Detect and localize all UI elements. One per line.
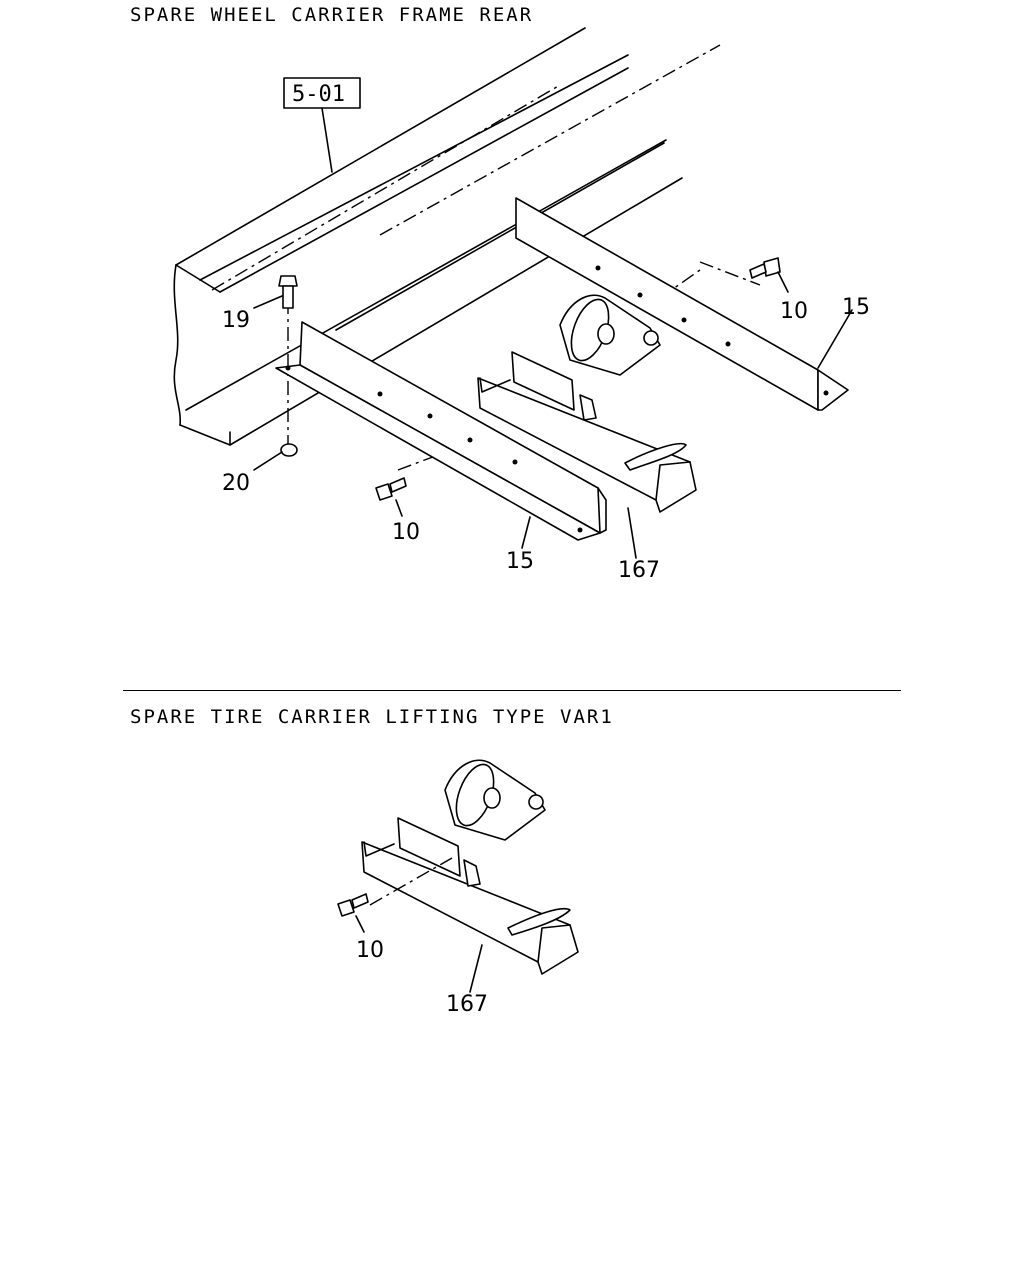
section-title-frame-rear: SPARE WHEEL CARRIER FRAME REAR	[130, 4, 534, 26]
section-title-lifting-type: SPARE TIRE CARRIER LIFTING TYPE VAR1	[130, 706, 614, 728]
nut-20	[280, 443, 298, 457]
callout-10-top-left: 10	[392, 520, 420, 545]
carrier-assembly-bottom	[361, 759, 579, 975]
reference-tag: 5-01	[283, 77, 361, 173]
callout-167-bottom: 167	[446, 992, 488, 1017]
carrier-assembly-top	[477, 294, 697, 513]
callout-15-top-right: 15	[842, 295, 870, 320]
callout-19: 19	[222, 308, 250, 333]
section-divider	[123, 690, 901, 691]
bolt-19	[278, 275, 298, 309]
callout-20: 20	[222, 471, 250, 496]
callout-167-top: 167	[618, 558, 660, 583]
bracket-left	[275, 321, 607, 541]
frame-rail	[173, 27, 683, 446]
reference-label: 5-01	[292, 82, 345, 107]
bolt-10-top-right	[749, 257, 781, 279]
bracket-right	[515, 197, 849, 411]
callout-10-top-right: 10	[780, 299, 808, 324]
bolt-10-bottom	[337, 893, 369, 917]
callout-10-bottom: 10	[356, 938, 384, 963]
callout-15-top-left: 15	[506, 549, 534, 574]
bolt-10-top-left	[375, 477, 407, 501]
